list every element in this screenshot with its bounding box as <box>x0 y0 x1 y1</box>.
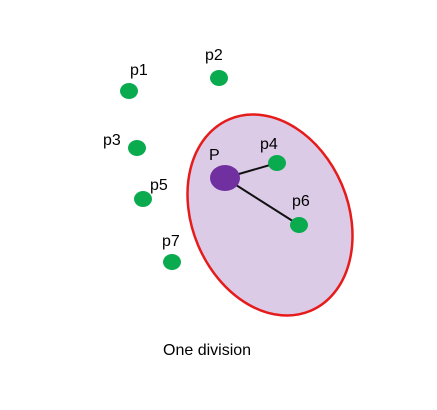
point-p1 <box>120 83 138 99</box>
link-p-to-p6 <box>224 177 300 226</box>
point-p3 <box>128 140 146 156</box>
label-p2: p2 <box>205 47 223 64</box>
label-p7: p7 <box>162 233 180 250</box>
center-point-p <box>210 165 240 191</box>
division-region <box>186 113 354 317</box>
point-p7 <box>163 254 181 270</box>
point-p6 <box>290 217 308 233</box>
label-p6: p6 <box>292 193 310 210</box>
label-p4: p4 <box>260 136 278 153</box>
point-p5 <box>134 191 152 207</box>
diagram-caption: One division <box>163 342 251 359</box>
label-center-p: P <box>209 147 220 164</box>
point-p2 <box>210 70 228 86</box>
point-p4 <box>268 155 286 171</box>
label-p5: p5 <box>150 177 168 194</box>
label-p3: p3 <box>103 132 121 149</box>
label-p1: p1 <box>130 62 148 79</box>
